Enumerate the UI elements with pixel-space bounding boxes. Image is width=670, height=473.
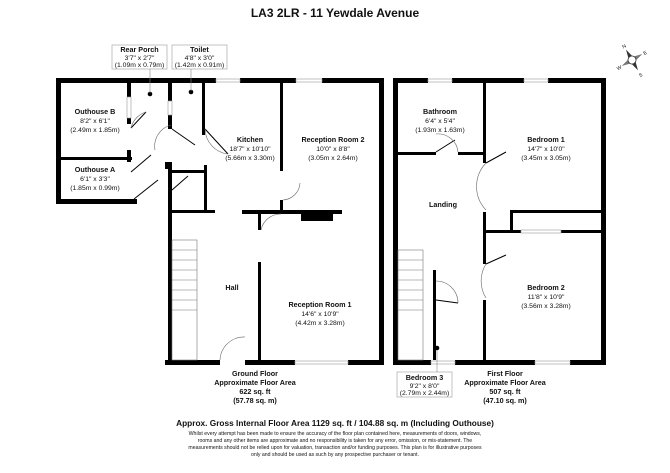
room-name-toilet: Toilet xyxy=(190,45,209,54)
room-size-metric-reception-room-1: (4.42m x 3.28m) xyxy=(295,320,344,327)
gross-floor-area: Approx. Gross Internal Floor Area 1129 s… xyxy=(176,418,494,428)
first-floor-area-sqft: 507 sq. ft xyxy=(489,387,521,396)
first-floor-label: First Floor xyxy=(487,369,523,378)
room-size-bathroom: 6'4" x 5'4" xyxy=(425,118,455,125)
room-size-toilet: 4'8" x 3'0" xyxy=(185,55,215,62)
ground-floor-area-label: Approximate Floor Area xyxy=(214,378,297,387)
first-floor-area-sqm: (47.10 sq. m) xyxy=(483,396,527,405)
room-size-bedroom-2: 11'8" x 10'9" xyxy=(528,294,565,301)
room-name-reception-room-2: Reception Room 2 xyxy=(301,135,364,144)
room-size-outhouse-a: 6'1" x 3'3" xyxy=(80,176,110,183)
room-name-outhouse-b: Outhouse B xyxy=(75,107,116,116)
room-size-metric-bathroom: (1.93m x 1.63m) xyxy=(415,127,464,134)
room-size-metric-toilet: (1.42m x 0.91m) xyxy=(175,62,224,69)
room-name-bedroom-2: Bedroom 2 xyxy=(527,283,565,292)
ground-floor-plan xyxy=(56,78,384,365)
room-name-hall: Hall xyxy=(225,283,238,292)
room-size-metric-bedroom-1: (3.45m x 3.05m) xyxy=(521,155,570,162)
room-name-outhouse-a: Outhouse A xyxy=(75,165,115,174)
disclaimer-line: Whilst every attempt has been made to en… xyxy=(189,431,482,437)
ground-floor-area-sqm: (57.78 sq. m) xyxy=(233,396,277,405)
room-name-bathroom: Bathroom xyxy=(423,107,457,116)
first-floor-area-label: Approximate Floor Area xyxy=(464,378,547,387)
room-name-reception-room-1: Reception Room 1 xyxy=(288,300,351,309)
compass-n: N xyxy=(621,43,627,50)
room-size-metric-rear-porch: (1.09m x 0.79m) xyxy=(115,62,164,69)
room-size-metric-outhouse-b: (2.49m x 1.85m) xyxy=(70,127,119,134)
room-size-reception-room-1: 14'6" x 10'9" xyxy=(301,311,339,318)
first-floor-plan xyxy=(393,78,606,365)
ground-floor-label: Ground Floor xyxy=(232,369,278,378)
room-size-bedroom-1: 14'7" x 10'0" xyxy=(527,146,565,153)
disclaimer-line: only and should be used as such by any p… xyxy=(251,452,419,458)
room-size-metric-bedroom-2: (3.56m x 3.28m) xyxy=(521,303,570,310)
room-size-rear-porch: 3'7" x 2'7" xyxy=(125,55,155,62)
room-size-reception-room-2: 10'0" x 8'8" xyxy=(316,146,350,153)
room-size-metric-bedroom-3: (2.79m x 2.44m) xyxy=(400,390,449,397)
compass-s: S xyxy=(638,72,644,79)
room-size-bedroom-3: 9'2" x 8'0" xyxy=(410,383,440,390)
room-size-metric-kitchen: (5.66m x 3.30m) xyxy=(225,155,274,162)
disclaimer-line: measurements should not be relied upon f… xyxy=(188,445,482,451)
room-name-bedroom-3: Bedroom 3 xyxy=(406,373,444,382)
room-name-landing: Landing xyxy=(429,200,457,209)
ground-floor-area-sqft: 622 sq. ft xyxy=(239,387,271,396)
page-title: LA3 2LR - 11 Yewdale Avenue xyxy=(251,6,420,20)
room-size-metric-reception-room-2: (3.05m x 2.64m) xyxy=(308,155,357,162)
room-size-kitchen: 18'7" x 10'10" xyxy=(229,146,271,153)
room-size-metric-outhouse-a: (1.85m x 0.99m) xyxy=(70,185,119,192)
compass-icon: N E S W xyxy=(616,43,649,79)
room-name-rear-porch: Rear Porch xyxy=(120,45,158,54)
compass-e: E xyxy=(643,50,649,57)
room-name-bedroom-1: Bedroom 1 xyxy=(527,135,565,144)
room-name-kitchen: Kitchen xyxy=(237,135,263,144)
compass-w: W xyxy=(616,64,623,72)
room-size-outhouse-b: 8'2" x 6'1" xyxy=(80,118,110,125)
disclaimer-line: rooms and any other items are approximat… xyxy=(198,438,473,444)
